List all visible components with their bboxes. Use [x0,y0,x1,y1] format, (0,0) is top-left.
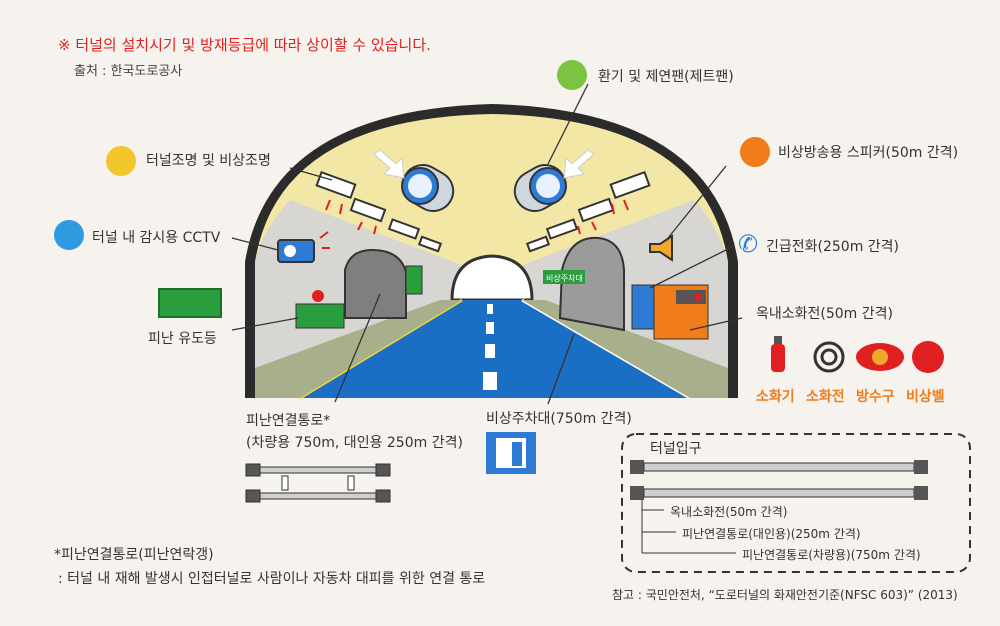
parking-sign-board [543,270,585,284]
hydrant-label: 옥내소화전(50m 간격) [756,306,893,322]
parking-label: 비상주차대(750m 간격) [486,411,632,427]
outlet-icon [856,343,904,371]
equipment-name: 소화전 [806,389,845,405]
footnote-text: : 터널 내 재해 발생시 인접터널로 사람이나 자동차 대피를 위한 연결 통… [58,571,486,587]
evac-light-label: 피난 유도등 [148,331,217,347]
left-sidewalk [255,300,462,398]
bell-icon [912,341,944,373]
right-sidewalk [522,300,728,398]
lightbulb-icon [106,146,136,176]
jet-fan-right [513,164,567,212]
jet-fan-left [401,164,455,212]
hydrant-bell [694,293,702,301]
inner-portal [450,254,534,302]
phone-box [631,284,655,330]
entrance-box [621,433,971,573]
cctv-label: 터널 내 감시용 CCTV [92,230,221,246]
passage-title: 피난연결통로* [246,413,331,429]
lighting-label: 터널조명 및 비상조명 [146,153,271,169]
entrance-item: 피난연결통로(대인용)(250m 간격) [682,527,861,541]
leader-lines [231,83,743,405]
equipment-name: 방수구 [856,389,895,405]
entrance-arrows [641,500,736,554]
evac-sign-icon [158,288,222,318]
entrance-item: 피난연결통로(차량용)(750m 간격) [742,548,921,562]
entrance-item: 옥내소화전(50m 간격) [670,505,788,519]
arrow-right-fan [563,149,595,179]
center-dashes [483,304,497,390]
cctv-icon [54,220,84,250]
entrance-title: 터널입구 [650,441,702,457]
source-text: 출처 : 한국도로공사 [74,64,183,79]
equipment-name: 소화기 [756,389,795,405]
extinguisher-icon [771,336,785,372]
phone-icon: ✆ [738,230,759,258]
passage-icon [245,463,391,503]
hose-icon [813,341,845,373]
entrance-tubes [630,460,928,500]
evac-sign-wall [295,290,345,329]
passage-opening [344,248,407,319]
cctv-camera [277,231,330,263]
parking-bay [558,236,625,332]
light-rays [325,199,629,235]
equipment-name: 비상벨 [906,389,945,405]
reference-text: 참고 : 국민안전처, “도로터널의 화재안전기준(NFSC 603)” (20… [612,588,958,602]
parking-icon [486,432,536,474]
speaker-label: 비상방송용 스피커(50m 간격) [778,145,959,161]
fan-icon [557,60,587,90]
phone-label: 긴급전화(250m 간격) [766,239,900,255]
arrow-left-fan [373,149,405,179]
speaker-icon [740,137,770,167]
notice-text: ※ 터널의 설치시기 및 방재등급에 따라 상이할 수 있습니다. [58,36,431,54]
exit-person-sign [405,265,423,295]
ventilation-label: 환기 및 제연팬(제트팬) [598,69,734,85]
parking-sign-text: 비상주차대 [546,273,583,283]
passage-detail: (차량용 750m, 대인용 250m 간격) [246,435,463,451]
speaker-device [649,234,673,262]
footnote-title: *피난연결통로(피난연락갱) [54,547,214,563]
